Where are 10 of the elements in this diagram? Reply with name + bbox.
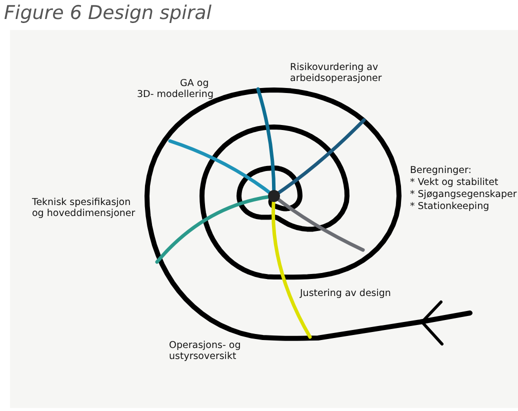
list-item: * Sjøgangsegenskaper	[410, 189, 518, 200]
step-label: Risikovurdering av arbeidsoperasjoner	[290, 62, 383, 84]
step-label: Justering av design	[300, 288, 392, 299]
step-label: Beregninger:	[410, 165, 472, 176]
list-item: * Vekt og stabilitet	[410, 177, 500, 188]
step-label: GA og 3D- modellering	[137, 78, 214, 100]
list-item: * Stationkeeping	[410, 201, 490, 212]
step-label: Operasjons- og ustyrsoversikt	[169, 340, 242, 362]
step-label: Teknisk spesifikasjon og hoveddimensjoner	[32, 197, 136, 219]
figure-title: Figure 6 Design spiral	[4, 2, 212, 24]
